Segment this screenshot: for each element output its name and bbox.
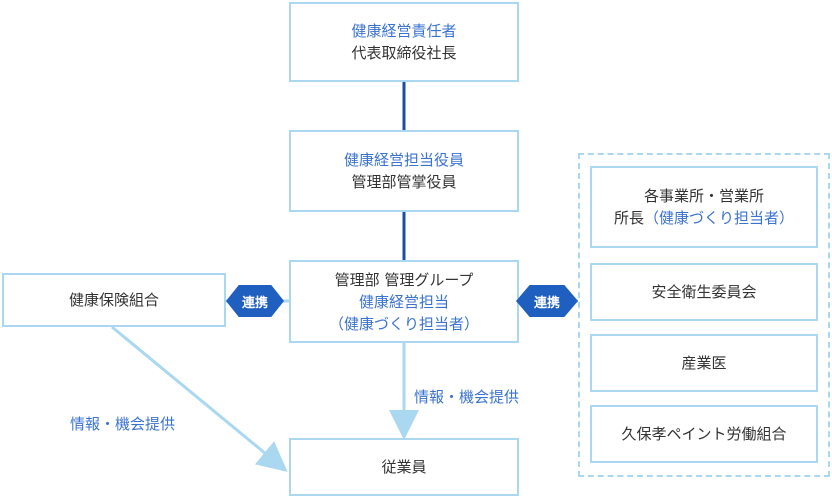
health-management-chief-box: 健康経営責任者 代表取締役社長: [289, 2, 519, 82]
chief-role: 代表取締役社長: [351, 44, 457, 62]
cooperation-badge-left-label: 連携: [241, 295, 268, 311]
cooperation-badge-right-label: 連携: [533, 295, 560, 311]
safety-health-committee-label: 安全衛生委員会: [651, 283, 757, 301]
safety-health-committee-box: 安全衛生委員会: [590, 263, 818, 321]
info-provision-label-center: 情報・機会提供: [414, 388, 520, 406]
cooperation-badge-left: 連携: [226, 285, 284, 317]
offices-box: 各事業所・営業所 所長（健康づくり担当者）: [590, 166, 818, 248]
management-group-role: 健康経営担当: [358, 292, 449, 311]
industrial-physician-box: 産業医: [590, 334, 818, 392]
health-management-officer-box: 健康経営担当役員 管理部管掌役員: [289, 130, 519, 212]
labor-union-label: 久保孝ペイント労働組合: [621, 425, 787, 443]
health-insurance-union-box: 健康保険組合: [2, 273, 226, 327]
management-group-name: 管理部 管理グループ: [334, 270, 474, 289]
officer-role: 管理部管掌役員: [351, 173, 457, 191]
cooperation-badge-right: 連携: [516, 285, 578, 317]
chief-title: 健康経営責任者: [351, 22, 457, 40]
related-parties-group: [578, 153, 830, 477]
info-provision-label-left: 情報・機会提供: [70, 415, 176, 433]
management-group-box: 管理部 管理グループ 健康経営担当 （健康づくり担当者）: [289, 260, 519, 343]
management-group-role-sub: （健康づくり担当者）: [328, 314, 479, 333]
offices-sub-note: （健康づくり担当者）: [644, 209, 795, 227]
industrial-physician-label: 産業医: [681, 354, 727, 372]
labor-union-box: 久保孝ペイント労働組合: [590, 405, 818, 463]
officer-title: 健康経営担当役員: [343, 151, 464, 169]
offices-sub: 所長（健康づくり担当者）: [614, 207, 794, 229]
offices-label: 各事業所・営業所: [643, 187, 764, 205]
offices-sub-role: 所長: [613, 209, 644, 227]
employee-label: 従業員: [381, 458, 427, 476]
health-insurance-union-label: 健康保険組合: [68, 291, 159, 309]
arrow-left-employee: [111, 325, 288, 472]
employee-box: 従業員: [289, 438, 519, 496]
